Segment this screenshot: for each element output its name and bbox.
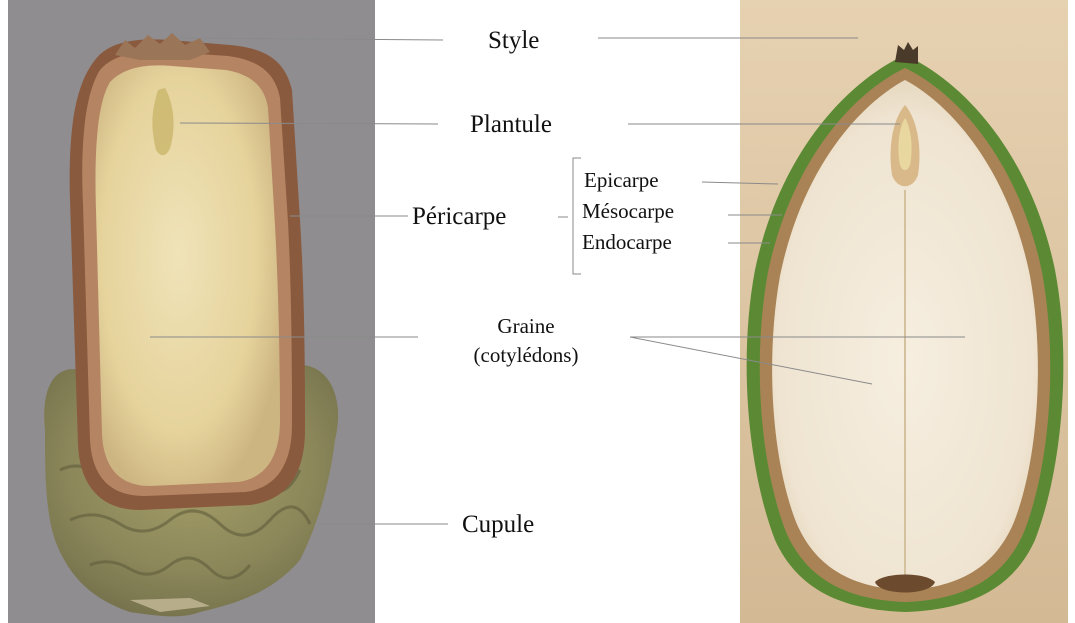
right-acorn-photo [740, 0, 1068, 623]
label-mesocarpe: Mésocarpe [582, 201, 674, 222]
label-plantule: Plantule [470, 112, 552, 137]
pericarpe-brace [573, 158, 581, 274]
label-epicarpe: Epicarpe [584, 170, 659, 191]
label-graine: Graine [430, 316, 622, 337]
label-cupule: Cupule [462, 512, 534, 537]
label-style: Style [488, 28, 539, 53]
left-acorn-photo [8, 0, 375, 623]
label-pericarpe: Péricarpe [412, 204, 506, 229]
label-cotyledons: (cotylédons) [430, 345, 622, 366]
label-endocarpe: Endocarpe [582, 232, 672, 253]
left-seed [96, 65, 280, 486]
